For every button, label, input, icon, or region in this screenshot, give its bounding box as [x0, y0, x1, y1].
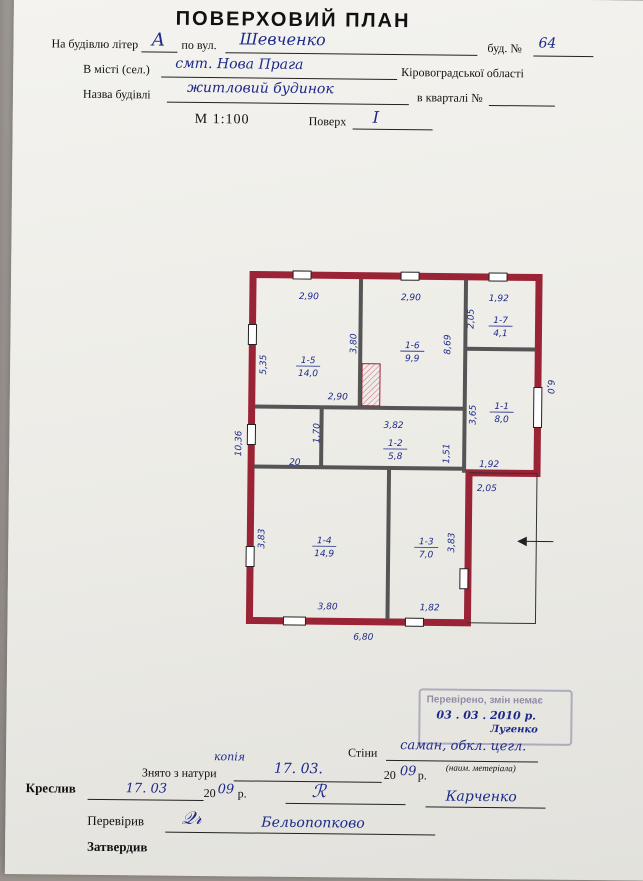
room-1-7-area: 4,1: [493, 329, 507, 339]
floor-label: Поверх: [309, 114, 347, 129]
walls-hint: (наим. метеріала): [446, 763, 516, 774]
scale-label: М 1:100: [195, 112, 250, 129]
room-1-1-id: 1-1: [494, 402, 509, 412]
surveyed-year-prefix: 20: [384, 768, 396, 783]
dim-left-total: 10,36: [234, 430, 244, 456]
surveyed-year: 09: [400, 764, 417, 779]
floor-line: [353, 129, 433, 131]
dim-room16-height: 3,80: [349, 333, 359, 353]
city-label: В місті (сел.): [83, 62, 150, 78]
dim-room12-height: 1,51: [442, 443, 452, 463]
drawn-signature: ℛ: [312, 781, 327, 802]
house-number-value: 64: [538, 35, 556, 51]
room-1-2-id: 1-2: [388, 439, 403, 449]
surveyed-note: копія: [214, 750, 245, 763]
room-labels: 1-5 14,0 1-6 9,9 1-7 4,1 1-1 8,0 1-2 5,8…: [294, 314, 515, 561]
room-1-5-area: 14,0: [298, 369, 318, 379]
quarter-label: в кварталі №: [417, 90, 483, 106]
surveyed-label: Знято з натури: [142, 765, 217, 781]
house-number-label: буд. №: [487, 41, 522, 56]
dim-inner-width: 2,90: [328, 392, 348, 402]
dim-total-width: 6,80: [353, 633, 373, 643]
floor-plan-drawing: 2,90 2,90 1,92 5,35 3,80 8,69 2,05 6,0 2…: [7, 244, 643, 651]
surveyed-year-suffix: р.: [418, 768, 427, 783]
street-line: [225, 52, 477, 56]
verification-stamp: Перевірено, змін немає 03 . 03 . 2010 р.…: [418, 688, 573, 746]
room-1-3-area: 7,0: [419, 550, 434, 560]
dim-kitchen-bottom: 1,92: [479, 460, 499, 470]
floor-plan-document: ПОВЕРХОВИЙ ПЛАН На будівлю літер А по ву…: [5, 0, 643, 881]
city-value: смт. Нова Прага: [175, 56, 303, 73]
dim-bottom-1: 3,80: [318, 602, 338, 612]
dim-bottom-2: 1,82: [420, 603, 440, 613]
room-1-6-area: 9,9: [405, 354, 420, 364]
room-1-6-id: 1-6: [405, 341, 420, 351]
walls-value: саман, обкл. цегл.: [400, 738, 526, 754]
house-number-line: [533, 55, 593, 57]
drawn-date: 17. 03: [126, 781, 168, 796]
dim-right-side: 6,0: [545, 380, 555, 395]
floor-value: I: [373, 108, 380, 127]
checked-label: Перевірив: [87, 813, 144, 830]
room-1-5-id: 1-5: [301, 356, 316, 366]
drawn-year-prefix: 20: [204, 786, 216, 801]
building-name-label: Назва будівлі: [83, 87, 151, 103]
dim-top-1: 2,90: [299, 292, 319, 302]
checked-signature: 𝒬𝓇: [181, 808, 202, 829]
building-letter-line: [141, 51, 177, 52]
room-1-7-id: 1-7: [493, 316, 508, 326]
room-1-3-id: 1-3: [419, 537, 434, 547]
dim-room14-height: 3,83: [257, 528, 267, 548]
surveyed-line: [234, 780, 382, 783]
walls-label: Стіни: [348, 746, 377, 761]
stamp-signature: Лугенко: [490, 724, 538, 735]
approved-label: Затвердив: [87, 839, 148, 856]
checked-line: [165, 832, 435, 836]
quarter-line: [489, 105, 555, 107]
drawn-year-suffix: р.: [238, 786, 247, 801]
stamp-date: 03 . 03 . 2010 р.: [436, 708, 536, 722]
building-name-line: [167, 102, 409, 106]
stamp-text: Перевірено, змін немає: [427, 694, 543, 706]
dim-porch-width: 2,05: [477, 484, 497, 494]
stove-hatch: [362, 364, 380, 406]
building-name-value: житловий будинок: [187, 80, 334, 98]
checked-name: Бельопопково: [261, 815, 365, 832]
room-1-1-area: 8,0: [494, 415, 509, 425]
street-value: Шевченко: [239, 29, 325, 49]
drawn-name-line: [426, 806, 546, 808]
dim-room17-height: 2,05: [467, 308, 477, 328]
drawn-year: 09: [218, 782, 235, 797]
dim-room15-height: 5,35: [259, 354, 269, 374]
dim-hall-height: 1,70: [312, 423, 322, 443]
drawn-label: Креслив: [26, 780, 76, 797]
room-1-2-area: 5,8: [388, 452, 403, 462]
dim-room16-height2: 8,69: [443, 334, 453, 354]
dim-top-2: 2,90: [401, 293, 421, 303]
drawn-name: Карченко: [446, 789, 517, 806]
room-1-4-area: 14,9: [314, 549, 334, 559]
porch-outline: [467, 473, 537, 624]
building-letter-value: А: [151, 29, 165, 50]
drawn-date-line: [88, 799, 204, 801]
region-label: Кіровоградської області: [401, 65, 524, 81]
room-1-4-id: 1-4: [317, 536, 332, 546]
surveyed-date: 17. 03.: [274, 761, 323, 778]
dim-top-3: 1,92: [489, 294, 509, 304]
street-label: по вул.: [181, 38, 216, 53]
dim-kitchen-height: 3,65: [469, 404, 479, 424]
drawn-signature-line: [286, 803, 406, 805]
dim-room13-height: 3,83: [447, 532, 457, 552]
dim-hall-width: 3,82: [383, 421, 403, 431]
dim-left-stub: 20: [289, 458, 301, 468]
building-letter-label: На будівлю літер: [51, 36, 138, 52]
